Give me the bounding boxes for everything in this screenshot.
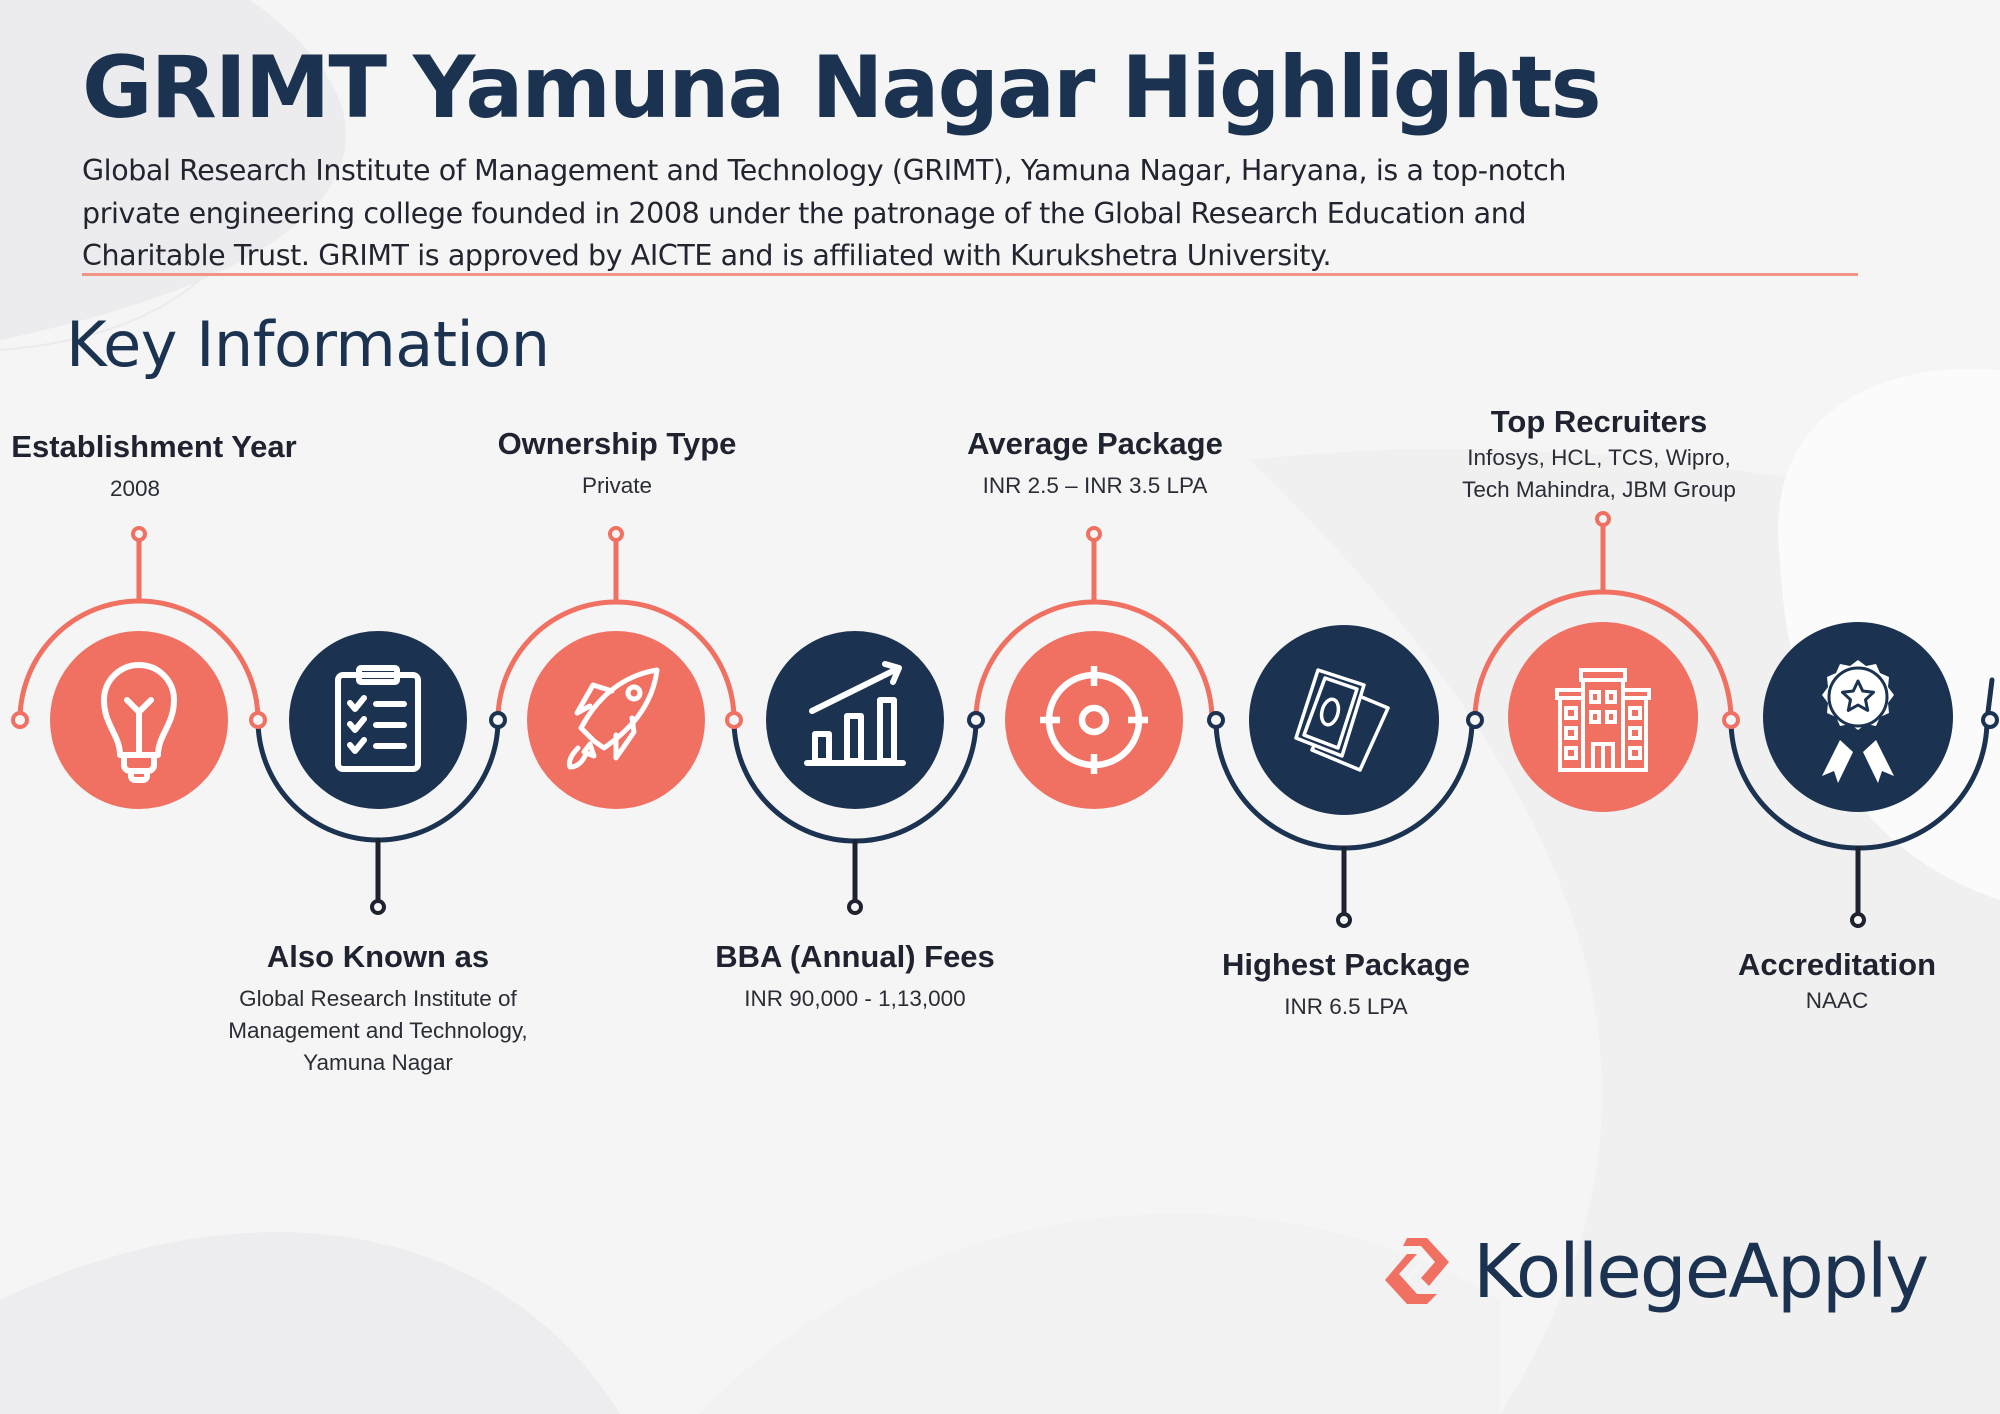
item-ownership-type-badge: [527, 631, 705, 809]
intro-line: private engineering college founded in 2…: [82, 196, 1527, 230]
item-highest-package-badge: [1249, 625, 1439, 815]
item-value: 2008: [109, 476, 161, 501]
title-underline: [82, 273, 1858, 276]
item-value: Private: [581, 473, 653, 498]
item-value-line: Yamuna Nagar: [303, 1050, 453, 1075]
item-value-line: Global Research Institute of: [239, 986, 517, 1011]
item-ownership-type: Ownership Type Private: [498, 424, 737, 502]
award-badge-icon: [1822, 660, 1894, 783]
item-average-package: Average Package INR 2.5 – INR 3.5 LPA: [967, 424, 1223, 502]
item-establishment-year: Establishment Year 2008: [11, 427, 296, 505]
rocket-icon: [566, 667, 660, 770]
item-value-line: Infosys, HCL, TCS, Wipro,: [1467, 445, 1731, 470]
item-accreditation: Accreditation NAAC: [1738, 945, 1936, 1017]
item-value-line: Tech Mahindra, JBM Group: [1462, 477, 1736, 502]
item-title: Also Known as: [266, 939, 490, 974]
building-icon: [1555, 668, 1651, 772]
item-highest-package: Highest Package INR 6.5 LPA: [1222, 945, 1470, 1023]
item-value: INR 90,000 - 1,13,000: [744, 986, 966, 1011]
item-also-known-as: Also Known as Global Research Institute …: [228, 937, 527, 1079]
item-also-known-as-badge: [289, 631, 467, 809]
intro-line: Global Research Institute of Management …: [82, 154, 1567, 187]
lightbulb-icon: [101, 662, 177, 783]
item-bba-fees: BBA (Annual) Fees INR 90,000 - 1,13,000: [715, 937, 995, 1015]
item-top-recruiters: Top Recruiters Infosys, HCL, TCS, Wipro,…: [1462, 402, 1736, 506]
item-title: BBA (Annual) Fees: [715, 939, 995, 974]
item-title: Establishment Year: [11, 429, 297, 464]
item-title: Highest Package: [1221, 947, 1471, 982]
growth-chart-icon: [804, 661, 906, 766]
item-title: Top Recruiters: [1490, 404, 1708, 439]
item-top-recruiters-badge: [1508, 622, 1698, 812]
item-accreditation-badge: [1763, 622, 1953, 812]
item-average-package-badge: [1005, 631, 1183, 809]
section-title: Key Information: [66, 308, 550, 381]
clipboard-checklist-icon: [335, 665, 421, 772]
item-value: INR 6.5 LPA: [1284, 994, 1408, 1019]
intro-paragraph: Global Research Institute of Management …: [82, 150, 1882, 278]
item-value: NAAC: [1805, 988, 1869, 1013]
item-title: Ownership Type: [497, 426, 737, 461]
item-establishment-year-badge: [50, 631, 228, 809]
item-title: Accreditation: [1737, 947, 1937, 982]
money-notes-icon: [1294, 668, 1390, 772]
item-title: Average Package: [967, 426, 1223, 461]
page-title: GRIMT Yamuna Nagar Highlights: [82, 38, 1602, 138]
intro-line: Charitable Trust. GRIMT is approved by A…: [82, 239, 1332, 272]
kollegeapply-chevron-icon: [1385, 1238, 1449, 1304]
target-icon: [1040, 666, 1148, 774]
item-value-line: Management and Technology,: [228, 1018, 528, 1043]
brand-logo: KollegeApply: [1383, 1222, 1929, 1322]
brand-name: KollegeApply: [1473, 1229, 1929, 1315]
item-value: INR 2.5 – INR 3.5 LPA: [982, 473, 1208, 498]
item-bba-fees-badge: [766, 631, 944, 809]
